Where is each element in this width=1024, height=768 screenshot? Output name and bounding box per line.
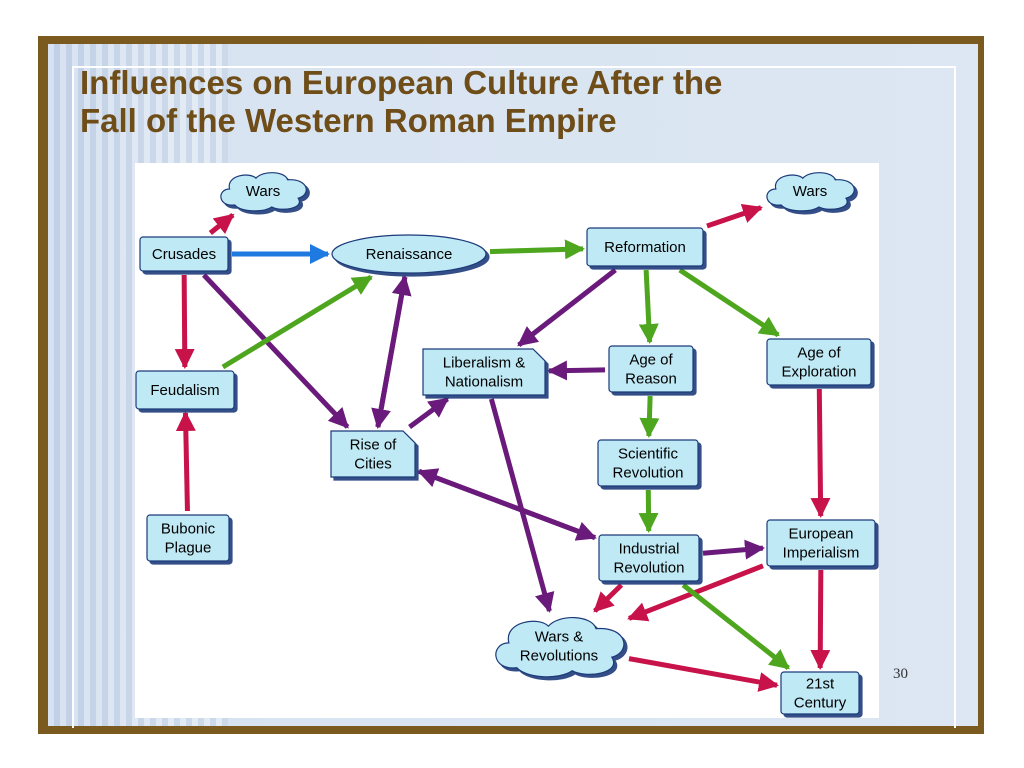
arrow-age-reason-to-sci-rev <box>639 395 660 438</box>
node-sci-rev-box-shape <box>597 439 699 487</box>
arrow-feudalism-to-renaissance <box>221 274 373 370</box>
title-line-2: Fall of the Western Roman Empire <box>80 102 617 139</box>
arrow-age-reason-to-liberalism <box>547 360 606 381</box>
arrow-rise-cities-to-liberalism <box>408 396 450 430</box>
node-age-reason-label-line-1: Age of <box>629 352 673 369</box>
arrow-industrial-to-imperialism <box>702 539 765 560</box>
node-feudalism: Feudalism <box>135 370 235 410</box>
node-wars-left-label-line-1: Wars <box>246 183 280 200</box>
arrow-reformation-to-age-exploration <box>678 267 780 338</box>
slide-title: Influences on European Culture After the… <box>80 64 900 140</box>
node-industrial-label-line-1: Industrial <box>619 541 680 558</box>
node-imperialism-label-line-2: Imperialism <box>783 545 860 562</box>
title-line-1: Influences on European Culture After the <box>80 64 723 101</box>
node-reformation: Reformation <box>586 227 704 267</box>
node-bubonic-box-shape <box>146 514 230 562</box>
node-rise-cities-label-line-2: Cities <box>354 456 392 473</box>
arrow-imperialism-to-century21 <box>810 569 831 670</box>
node-wars-rev-label-line-1: Wars & <box>535 629 584 646</box>
node-century21-label-line-2: Century <box>794 695 847 712</box>
node-sci-rev-label-line-2: Revolution <box>613 465 684 482</box>
node-wars-right-cloud-shape <box>766 172 855 212</box>
arrow-industrial-to-century21 <box>681 583 790 670</box>
node-liberalism-note-shape <box>422 348 546 396</box>
node-age-reason-label-line-2: Reason <box>625 371 677 388</box>
node-rise-cities: Rise of Cities <box>330 430 416 478</box>
arrow-liberalism-to-wars-rev <box>488 398 555 613</box>
arrow-bubonic-to-feudalism <box>175 411 196 512</box>
node-imperialism-label-line-1: European <box>788 526 853 543</box>
node-liberalism-label-line-1: Liberalism & <box>443 355 526 372</box>
node-wars-rev: Wars & Revolutions <box>495 617 625 678</box>
node-renaissance-label-line-1: Renaissance <box>366 246 453 263</box>
node-age-exploration: Age of Exploration <box>766 338 872 386</box>
arrow-industrial-to-wars-rev <box>593 583 624 613</box>
node-crusades: Crusades <box>139 236 229 272</box>
edges-layer <box>174 203 831 692</box>
page-number: 30 <box>893 666 908 682</box>
node-age-exploration-box-shape <box>766 338 872 386</box>
node-crusades-label-line-1: Crusades <box>152 246 216 263</box>
node-reformation-box-shape <box>586 227 704 267</box>
node-wars-left: Wars <box>220 172 307 212</box>
node-liberalism-label-line-2: Nationalism <box>445 374 523 391</box>
node-imperialism-box-shape <box>766 519 876 567</box>
node-wars-rev-label-line-2: Revolutions <box>520 648 598 665</box>
node-reformation-label-line-1: Reformation <box>604 239 686 256</box>
node-age-reason-box-shape <box>608 345 694 393</box>
arrow-crusades-to-rise-cities <box>202 273 350 429</box>
node-century21-box-shape <box>780 671 860 715</box>
node-rise-cities-note-shape <box>330 430 416 478</box>
arrow-renaissance-to-reformation <box>489 239 585 260</box>
node-bubonic-label-line-1: Bubonic <box>161 521 216 538</box>
node-century21-label-line-1: 21st <box>806 676 835 693</box>
arrow-wars-rev-to-century21 <box>628 656 779 692</box>
node-rise-cities-label-line-1: Rise of <box>350 437 398 454</box>
node-feudalism-box-shape <box>135 370 235 410</box>
node-wars-rev-cloud-shape <box>495 617 625 678</box>
arrow-reformation-to-age-reason <box>638 269 659 344</box>
node-industrial-label-line-2: Revolution <box>614 560 685 577</box>
node-age-reason: Age of Reason <box>608 345 694 393</box>
node-renaissance-ellipse-shape <box>331 234 487 274</box>
node-sci-rev-label-line-1: Scientific <box>618 446 679 463</box>
arrow-age-exploration-to-imperialism <box>810 388 831 518</box>
node-liberalism: Liberalism & Nationalism <box>422 348 546 396</box>
node-renaissance: Renaissance <box>331 234 487 274</box>
node-age-exploration-label-line-1: Age of <box>797 345 841 362</box>
node-age-exploration-label-line-2: Exploration <box>781 364 856 381</box>
slide-border-line <box>72 66 956 728</box>
arrow-renaissance-to-rise-cities <box>371 276 408 429</box>
arrow-rise-cities-to-industrial <box>418 468 597 541</box>
node-industrial-box-shape <box>598 534 700 582</box>
node-bubonic-label-line-2: Plague <box>165 540 212 557</box>
node-wars-right: Wars <box>766 172 855 212</box>
arrow-reformation-to-liberalism <box>517 268 617 347</box>
node-crusades-box-shape <box>139 236 229 272</box>
arrow-crusades-to-feudalism <box>174 274 195 369</box>
arrow-crusades-to-wars-left <box>208 213 235 235</box>
node-wars-right-label-line-1: Wars <box>793 183 827 200</box>
node-wars-left-cloud-shape <box>220 172 307 212</box>
node-feudalism-label-line-1: Feudalism <box>150 382 219 399</box>
arrow-reformation-to-wars-right <box>706 203 763 229</box>
